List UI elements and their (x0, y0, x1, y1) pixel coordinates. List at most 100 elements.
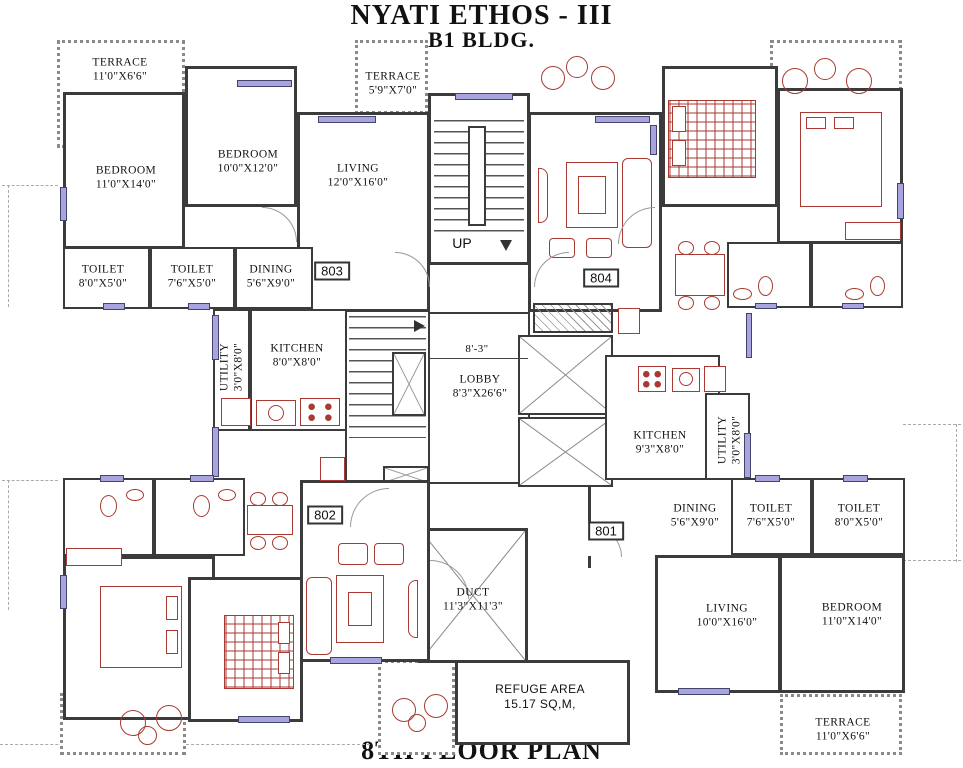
setback-line (8, 185, 9, 307)
window (212, 427, 219, 477)
room-toilet-803-a (63, 247, 150, 309)
terrace-table (566, 56, 588, 78)
room-name: DINING (673, 502, 717, 515)
label-duct: DUCT 11'3"X11'3" (443, 586, 503, 615)
lift-shaft-1 (518, 335, 613, 415)
room-dims: 3'0"X8'0" (731, 415, 743, 465)
refuge-area-box (455, 660, 630, 745)
setback-line (903, 424, 961, 425)
terrace-chair (846, 68, 872, 94)
room-dims: 11'0"X14'0" (821, 616, 883, 628)
label-terrace-tc: TERRACE 5'9"X7'0" (365, 70, 420, 99)
window (746, 313, 752, 358)
washbasin (126, 489, 144, 501)
room-name: TERRACE (92, 56, 148, 69)
pillow (806, 117, 826, 129)
window (843, 475, 868, 482)
stair-direction-arrow (500, 240, 512, 251)
setback-line (2, 480, 58, 481)
label-dining-803: DINING 5'6"X9'0" (247, 263, 295, 292)
chair (704, 296, 720, 310)
room-dining-803 (235, 247, 313, 309)
room-name: UTILITY (716, 415, 729, 465)
room-dims: 5'6"X9'0" (246, 278, 296, 290)
building-subtitle: B1 BLDG. (427, 27, 536, 52)
staircase-stringer (468, 126, 486, 226)
label-utility-801: UTILITY 3'0"X8'0" (716, 416, 745, 464)
label-living-801: LIVING 10'0"X16'0" (697, 602, 758, 631)
room-dims: 11'0"X14'0" (95, 179, 157, 191)
room-name: TOILET (837, 502, 881, 515)
coffee-table (348, 592, 372, 626)
corridor-wall (588, 556, 591, 568)
label-living-803: LIVING 12'0"X16'0" (328, 162, 389, 191)
terrace-bottom-center (378, 660, 455, 755)
window (842, 303, 864, 309)
terrace-chair (541, 66, 565, 90)
wardrobe (66, 548, 122, 566)
room-name: DUCT (456, 586, 490, 599)
label-toilet-801-a: TOILET 7'6"X5'0" (747, 502, 795, 531)
unit-number-804: 804 (583, 268, 619, 288)
room-name: TERRACE (815, 716, 871, 729)
room-dims: 8'0"X8'0" (272, 357, 322, 369)
sofa (306, 577, 332, 655)
pillow (166, 596, 178, 620)
entry-arrow (414, 320, 425, 332)
room-name: KITCHEN (270, 342, 324, 355)
pillow (834, 117, 854, 129)
window (595, 116, 650, 123)
room-name: DINING (249, 263, 293, 276)
room-dims: 8'0"X5'0" (834, 517, 884, 529)
room-name: BEDROOM (217, 148, 279, 161)
room-name: UTILITY (218, 342, 231, 392)
terrace-chair (782, 68, 808, 94)
room-utility-801 (705, 393, 750, 480)
window (188, 303, 210, 310)
label-toilet-801-b: TOILET 8'0"X5'0" (835, 502, 883, 531)
chair (678, 241, 694, 255)
chair (678, 296, 694, 310)
room-dims: 7'6"X5'0" (746, 517, 796, 529)
label-terrace-tl: TERRACE 11'0"X6'6" (92, 56, 147, 85)
room-name: TERRACE (365, 70, 421, 83)
window (650, 125, 657, 155)
stair-up-label: UP (452, 235, 472, 251)
window (755, 475, 780, 482)
unit-number-802: 802 (307, 505, 343, 525)
window (755, 303, 777, 309)
terrace-chair (424, 694, 448, 718)
room-dims: 11'3"X11'3" (443, 601, 503, 613)
chair (250, 536, 266, 550)
fridge (704, 366, 726, 392)
tv-unit (408, 580, 418, 638)
room-bedroom-801 (779, 555, 905, 693)
terrace-chair (392, 698, 416, 722)
window (744, 433, 751, 478)
room-dims: 5'6"X9'0" (670, 517, 720, 529)
room-dims: 11'0"X6'6" (815, 731, 871, 743)
room-dims: 9'3"X8'0" (635, 444, 685, 456)
dining-table (675, 254, 725, 296)
label-utility-803: UTILITY 3'0"X8'0" (218, 343, 247, 391)
room-dims: 10'0"X12'0" (217, 163, 279, 175)
sink-bowl (268, 405, 284, 421)
sink-bowl (679, 372, 693, 386)
dimension-line (430, 358, 528, 359)
wardrobe (845, 222, 901, 240)
window (100, 475, 124, 482)
room-dims: 7'6"X5'0" (167, 278, 217, 290)
setback-line (2, 185, 58, 186)
room-name: KITCHEN (633, 429, 687, 442)
room-name: BEDROOM (821, 601, 883, 614)
room-dims: 10'0"X16'0" (696, 617, 758, 629)
window (318, 116, 376, 123)
window (212, 315, 219, 360)
terrace-chair (120, 710, 146, 736)
window (678, 688, 730, 695)
store-box (618, 308, 640, 334)
room-dims: 12'0"X16'0" (327, 177, 389, 189)
terrace-bottom-right (780, 694, 902, 755)
page-title: NYATI ETHOS - III (350, 0, 613, 31)
